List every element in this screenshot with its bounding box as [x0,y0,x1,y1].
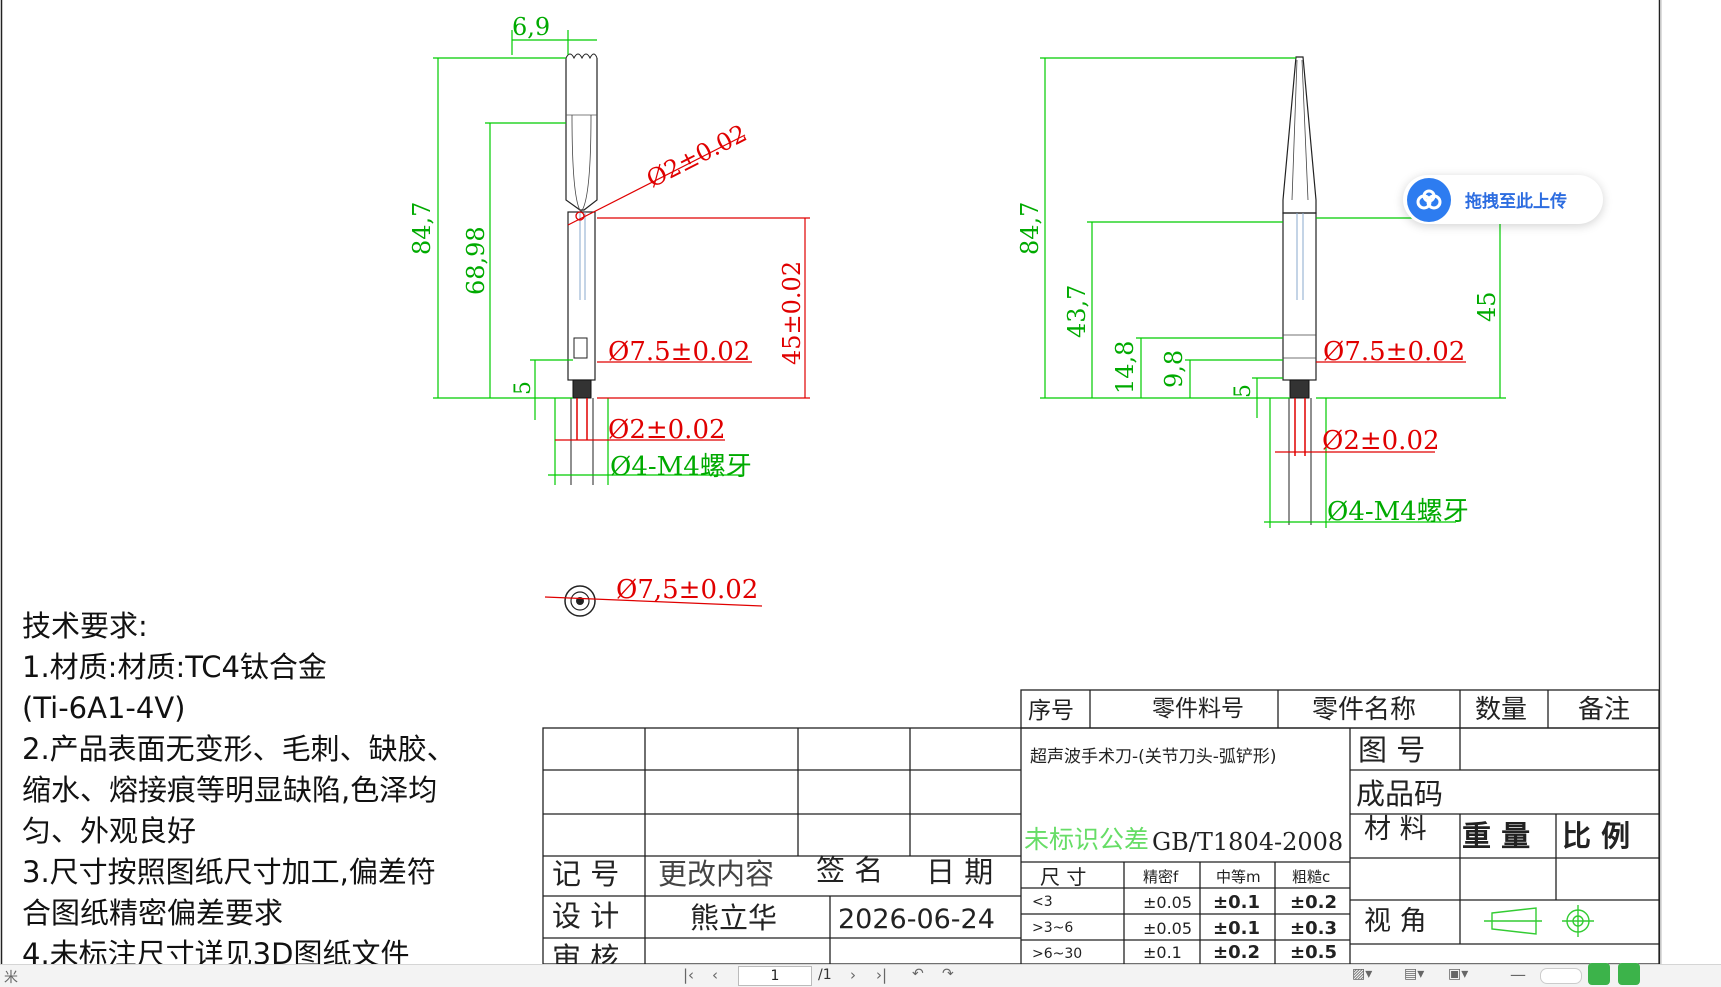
tol-f-2: ±0.05 [1143,919,1192,938]
status-bar: 米 |‹ ‹ 1 /1 › ›| ↶ ↷ ▨▾ ▤▾ ▣▾ — [0,963,1721,987]
revision-sign-label: 签 名 [816,853,883,887]
total-pages: /1 [818,967,832,983]
dim-thread-length: 5 [511,381,536,395]
page-mode-icon[interactable]: ▣▾ [1448,966,1469,982]
tech-req-line: (Ti-6A1-4V) [22,691,186,725]
end-view: Ø7,5±0.02 [544,575,763,617]
dim-body-diameter: Ø7.5±0.02 [608,337,750,367]
header-quantity: 数量 [1475,695,1527,725]
header-index: 序号 [1028,698,1074,724]
dim-right-length-14: 14,8 [1111,341,1139,394]
technical-requirements: 技术要求: 1.材质:材质:TC4钛合金 (Ti-6A1-4V) 2.产品表面无… [22,606,522,975]
drag-upload-button[interactable]: 拖拽至此上传 [1403,175,1603,224]
header-remark: 备注 [1578,695,1630,725]
upload-label: 拖拽至此上传 [1465,192,1567,212]
design-date: 2026-06-24 [838,904,995,935]
rotate-right-icon[interactable]: ↷ [942,966,954,982]
tech-req-line: 缩水、熔接痕等明显缺陷,色泽均 [22,773,438,807]
tech-req-line: 3.尺寸按照图纸尺寸加工,偏差符 [22,855,436,889]
weight-label: 重 量 [1462,819,1530,853]
dim-right-length-45: 45 [1473,291,1501,322]
prev-page-icon[interactable]: ‹ [712,966,718,984]
tol-f-1: ±0.05 [1143,893,1192,912]
revision-date-label: 日 期 [926,855,993,889]
tol-m-1: ±0.1 [1213,892,1260,913]
zoom-slider[interactable] [1540,968,1582,984]
tech-req-line: 匀、外观良好 [22,814,197,848]
precision-f-label: 精密f [1143,868,1179,886]
dim-right-length-43: 43,7 [1063,285,1091,338]
app-logo-icon-2 [1618,963,1640,985]
medium-m-label: 中等m [1216,868,1261,886]
dim-thread: Ø4-M4螺牙 [610,452,752,482]
tol-c-1: ±0.2 [1290,892,1337,913]
coarse-c-label: 粗糙c [1292,868,1330,886]
dim-total-length: 84,7 [408,202,436,255]
next-page-icon[interactable]: › [850,966,856,984]
rotate-left-icon[interactable]: ↶ [912,966,924,982]
dim-right-thread-length: 5 [1231,384,1256,398]
dim-right-total-length: 84,7 [1016,202,1044,255]
zoom-out-icon[interactable]: — [1510,965,1526,984]
tol-m-2: ±0.1 [1213,918,1260,939]
view-angle-label: 视 角 [1364,906,1427,937]
view-mode-icon[interactable]: ▤▾ [1404,966,1425,982]
dim-length-45: 45±0.02 [778,261,806,365]
tol-range-3: >6~30 [1032,946,1082,962]
header-part-number: 零件料号 [1152,696,1244,722]
dim-right-length-9: 9,8 [1160,350,1188,388]
right-side-panel [1661,0,1721,964]
tol-f-3: ±0.1 [1143,943,1182,962]
last-page-icon[interactable]: ›| [876,966,888,984]
tech-req-title: 技术要求: [22,609,148,643]
header-part-name: 零件名称 [1312,695,1416,725]
material-label: 材 料 [1364,814,1427,845]
app-logo-icon [1588,963,1610,985]
scale-label: 比 例 [1562,819,1630,853]
tol-m-3: ±0.2 [1213,942,1260,963]
dim-top-width: 6,9 [512,13,550,41]
first-page-icon[interactable]: |‹ [683,966,695,984]
design-label: 设 计 [552,899,619,933]
tolerance-note: 未标识公差 [1024,825,1149,854]
tol-c-3: ±0.5 [1290,942,1337,963]
product-name: 超声波手术刀-(关节刀头-弧铲形) [1030,747,1277,767]
right-part-view: 84,7 43,7 14,8 9,8 5 45 Ø7.5±0.02 Ø2±0.0… [1016,56,1506,528]
dim-right-body-diameter: Ø7.5±0.02 [1323,337,1465,367]
finished-code-label: 成品码 [1356,777,1443,811]
tol-range-1: <3 [1032,894,1053,910]
tol-range-2: >3~6 [1032,920,1073,936]
revision-mark-label: 记 号 [552,857,619,891]
dim-right-thread: Ø4-M4螺牙 [1327,497,1469,527]
projection-symbol-icon [1484,905,1594,937]
dim-right-pin-diameter: Ø2±0.02 [1322,426,1440,456]
dim-length-68: 68,98 [462,226,490,295]
dim-tip-diameter: Ø2±0.02 [642,119,751,193]
fill-mode-icon[interactable]: ▨▾ [1352,966,1373,982]
tol-c-2: ±0.3 [1290,918,1337,939]
status-left-text: 米 [4,970,18,986]
cloud-upload-icon [1407,177,1451,222]
tech-req-line: 2.产品表面无变形、毛刺、缺胶、 [22,732,456,766]
drawing-no-label: 图 号 [1358,733,1425,767]
size-label: 尺 寸 [1040,865,1086,889]
tolerance-standard: GB/T1804-2008 [1152,828,1343,856]
page-number-input[interactable]: 1 [738,966,812,986]
left-part-view: 6,9 84,7 68,98 5 Ø2±0.02 45±0.02 Ø7.5±0.… [408,13,810,485]
revision-content-label: 更改内容 [658,857,774,891]
tech-req-line: 1.材质:材质:TC4钛合金 [22,650,327,684]
dim-end-diameter: Ø7,5±0.02 [616,575,758,605]
tech-req-line: 合图纸精密偏差要求 [22,896,284,930]
designer-name: 熊立华 [690,901,777,935]
dim-pin-diameter: Ø2±0.02 [608,415,726,445]
